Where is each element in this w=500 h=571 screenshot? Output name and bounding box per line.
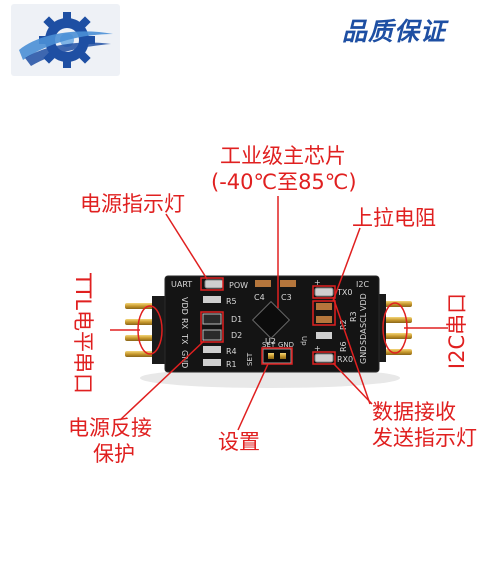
label-settings: 设置 (218, 430, 260, 454)
label-reverse-protect-1: 电源反接 (68, 416, 152, 440)
board-shadow (140, 368, 400, 388)
leader-reverse-protect (119, 340, 205, 421)
leader-tx-led (332, 296, 371, 405)
main-chip (251, 300, 291, 340)
label-ttl-port: TTL电平串口 (71, 273, 95, 394)
resistor-top-1 (255, 280, 271, 287)
right-pin-label-3: SCL (359, 312, 368, 328)
right-pin-label-2: SDA (359, 328, 368, 345)
leader-settings (237, 363, 269, 431)
diodes-highlight (200, 311, 224, 343)
silk-r6: R6 (339, 341, 348, 352)
label-temp-range: (-40℃至85℃) (211, 170, 357, 194)
rx-led (314, 353, 334, 363)
resistor-r5 (203, 296, 221, 303)
uart-header-label: UART (171, 280, 192, 289)
label-i2c-port: I2C串口 (445, 292, 469, 370)
tx-led-highlight (312, 285, 336, 299)
silk-gnd: GND (278, 341, 294, 349)
label-pull-up: 上拉电阻 (352, 206, 436, 230)
power-led-highlight (200, 277, 224, 291)
silk-rx0: RX0 (337, 355, 353, 364)
resistor-r3 (316, 316, 332, 323)
pullup-highlight (312, 300, 336, 326)
silk-u2: U2 (265, 337, 276, 346)
silk-r4: R4 (226, 347, 237, 356)
left-pin-header (125, 296, 169, 364)
resistor-top-2 (280, 280, 296, 287)
right-pin-label-4: VDD (359, 293, 368, 311)
silk-pow: POW (229, 281, 248, 290)
left-pin-label-3: TX (180, 333, 189, 345)
rx-led-highlight (312, 351, 336, 365)
label-reverse-protect-2: 保护 (93, 442, 135, 466)
silk-r5: R5 (226, 297, 237, 306)
tx-led (314, 287, 334, 297)
silk-r3: R3 (349, 311, 358, 322)
resistor-r6 (316, 332, 332, 339)
leader-power-led (165, 213, 208, 280)
set-highlight (261, 347, 293, 365)
set-jumper-pin-1 (268, 353, 274, 359)
label-data-leds-2: 发送指示灯 (372, 426, 477, 450)
silk-r2: R2 (339, 319, 348, 330)
set-jumper-pin-2 (280, 353, 286, 359)
quality-badge: 品质保证 (342, 17, 447, 46)
silk-c3: C3 (281, 293, 292, 302)
silk-c4: C4 (254, 293, 265, 302)
resistor-r2 (316, 303, 332, 310)
label-data-leds-1: 数据接收 (372, 400, 456, 424)
right-pin-labels: GND SDA SCL VDD (359, 293, 368, 364)
diode-d1 (202, 313, 222, 325)
resistor-r1 (203, 359, 221, 366)
silk-plus-bottom: + (314, 344, 321, 353)
silk-set: SET (246, 352, 254, 366)
leader-lines (110, 196, 448, 431)
leader-rx-led (332, 362, 373, 405)
left-pin-label-1: VDD (180, 297, 189, 315)
diode-d2 (202, 329, 222, 341)
silk-set-top: SET (262, 341, 276, 349)
resistor-r4 (203, 346, 221, 353)
silk-up: Up (300, 336, 308, 346)
right-pin-label-1: GND (359, 346, 368, 364)
silk-r1: R1 (226, 360, 237, 369)
gear-swoosh-logo-icon (19, 12, 113, 68)
logo (11, 4, 120, 76)
i2c-header-label: I2C (356, 280, 369, 289)
highlight-markers (137, 277, 408, 365)
silk-d1: D1 (231, 315, 242, 324)
leader-pullup (332, 227, 361, 302)
label-chip: 工业级主芯片 (220, 144, 346, 168)
label-power-indicator: 电源指示灯 (80, 192, 185, 216)
silk-tx0: TX0 (336, 288, 352, 297)
left-pin-label-2: RX (180, 318, 189, 330)
power-led (204, 279, 224, 289)
silk-d2: D2 (231, 331, 242, 340)
silk-plus-top: + (314, 278, 321, 287)
set-jumper (262, 348, 292, 364)
i2c-pins-highlight (382, 302, 408, 354)
left-header-housing (152, 296, 166, 364)
